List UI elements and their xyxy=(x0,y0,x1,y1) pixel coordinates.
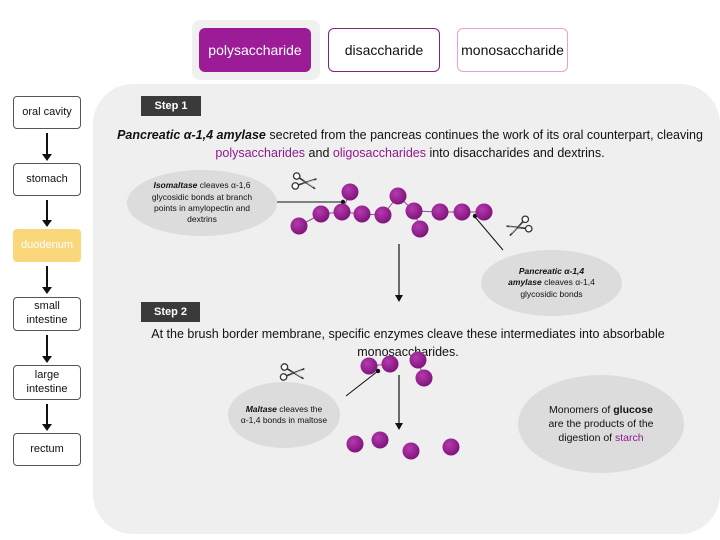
scissors-icon xyxy=(290,171,318,193)
glucose-molecule-icon xyxy=(341,183,359,201)
glucose-molecule-icon xyxy=(371,431,389,449)
glucose-molecule-icon xyxy=(475,203,493,221)
glucose-molecule-icon xyxy=(442,438,460,456)
flow-label: large intestine xyxy=(26,368,68,395)
glucose-molecule-icon xyxy=(312,205,330,223)
enzyme-name: Isomaltase xyxy=(153,180,198,191)
tab-label: polysaccharide xyxy=(208,42,302,58)
down-arrow-icon xyxy=(395,295,403,302)
flow-label: oral cavity xyxy=(22,105,72,118)
tab-disaccharide[interactable]: disaccharide xyxy=(328,28,440,72)
glucose-molecule-icon xyxy=(346,435,364,453)
flow-duodenum[interactable]: duodenum xyxy=(13,229,81,262)
maltase-note: Maltase cleaves the α-1,4 bonds in malto… xyxy=(228,382,340,448)
oligosaccharides-term: oligosaccharides xyxy=(332,146,426,161)
down-arrow-icon xyxy=(42,266,52,294)
scissors-icon xyxy=(279,362,306,383)
glucose-molecule-icon xyxy=(333,203,351,221)
flow-label: duodenum xyxy=(21,238,73,251)
monomers-note: Monomers of glucose are the products of … xyxy=(518,375,684,473)
down-arrow-icon xyxy=(42,200,52,227)
step-2-description: At the brush border membrane, specific e… xyxy=(100,325,716,361)
bond-marker xyxy=(375,368,381,374)
flow-large-intestine[interactable]: large intestine xyxy=(13,365,81,400)
glucose-molecule-icon xyxy=(381,355,399,373)
down-arrow-icon xyxy=(395,423,403,430)
glucose-molecule-icon xyxy=(431,203,449,221)
flow-rectum[interactable]: rectum xyxy=(13,433,81,466)
flow-label: rectum xyxy=(30,442,64,455)
tab-monosaccharide[interactable]: monosaccharide xyxy=(457,28,568,72)
flow-label: small intestine xyxy=(26,300,68,326)
enzyme-name: Pancreatic α-1,4 amylase xyxy=(117,128,266,142)
glucose-molecule-icon xyxy=(389,187,407,205)
enzyme-name: Pancreatic α-1,4 amylase xyxy=(508,265,585,288)
glucose-molecule-icon xyxy=(415,369,433,387)
flow-small-intestine[interactable]: small intestine xyxy=(13,297,81,331)
step-label: Step 1 xyxy=(154,100,188,112)
step-1-badge: Step 1 xyxy=(141,96,201,116)
note-text: cleaves α-1,6 glycosidic bonds at branch… xyxy=(151,180,253,225)
glucose-term: glucose xyxy=(613,403,653,416)
down-arrow-icon xyxy=(42,133,52,161)
enzyme-name: Maltase xyxy=(245,403,277,414)
starch-term: starch xyxy=(615,432,644,445)
text: At the brush border membrane, specific e… xyxy=(151,327,665,360)
text: and xyxy=(305,146,333,161)
flow-label: stomach xyxy=(26,172,68,185)
tab-polysaccharide[interactable]: polysaccharide xyxy=(199,28,311,72)
tab-label: monosaccharide xyxy=(461,42,564,58)
glucose-molecule-icon xyxy=(453,203,471,221)
amylase-note: Pancreatic α-1,4 amylase cleaves α-1,4 g… xyxy=(481,250,622,316)
flow-oral-cavity[interactable]: oral cavity xyxy=(13,96,81,129)
polysaccharides-term: polysaccharides xyxy=(215,146,306,161)
note-text: cleaves the α-1,4 bonds in maltose xyxy=(240,403,328,425)
note-text: are the products of the digestion of xyxy=(548,417,654,445)
glucose-molecule-icon xyxy=(405,202,423,220)
bond-marker xyxy=(340,199,346,205)
glucose-molecule-icon xyxy=(402,442,420,460)
isomaltase-note: Isomaltase cleaves α-1,6 glycosidic bond… xyxy=(127,170,277,236)
down-arrow-icon xyxy=(42,404,52,431)
glucose-molecule-icon xyxy=(353,205,371,223)
scissors-icon xyxy=(504,214,534,240)
glucose-molecule-icon xyxy=(360,357,378,375)
note-text: Monomers of xyxy=(549,403,614,416)
text: into disaccharides and dextrins. xyxy=(425,146,605,161)
glucose-molecule-icon xyxy=(374,206,392,224)
note-text: cleaves α-1,4 glycosidic bonds xyxy=(520,277,595,299)
flow-stomach[interactable]: stomach xyxy=(13,163,81,196)
text: secreted from the pancreas continues the… xyxy=(265,128,703,142)
glucose-molecule-icon xyxy=(409,351,427,369)
step-1-description: Pancreatic α-1,4 amylase secreted from t… xyxy=(110,126,710,162)
glucose-molecule-icon xyxy=(411,220,429,238)
step-label: Step 2 xyxy=(153,306,187,318)
step-2-badge: Step 2 xyxy=(141,302,200,322)
glucose-molecule-icon xyxy=(290,217,308,235)
down-arrow-icon xyxy=(42,335,52,363)
tab-label: disaccharide xyxy=(344,42,424,58)
